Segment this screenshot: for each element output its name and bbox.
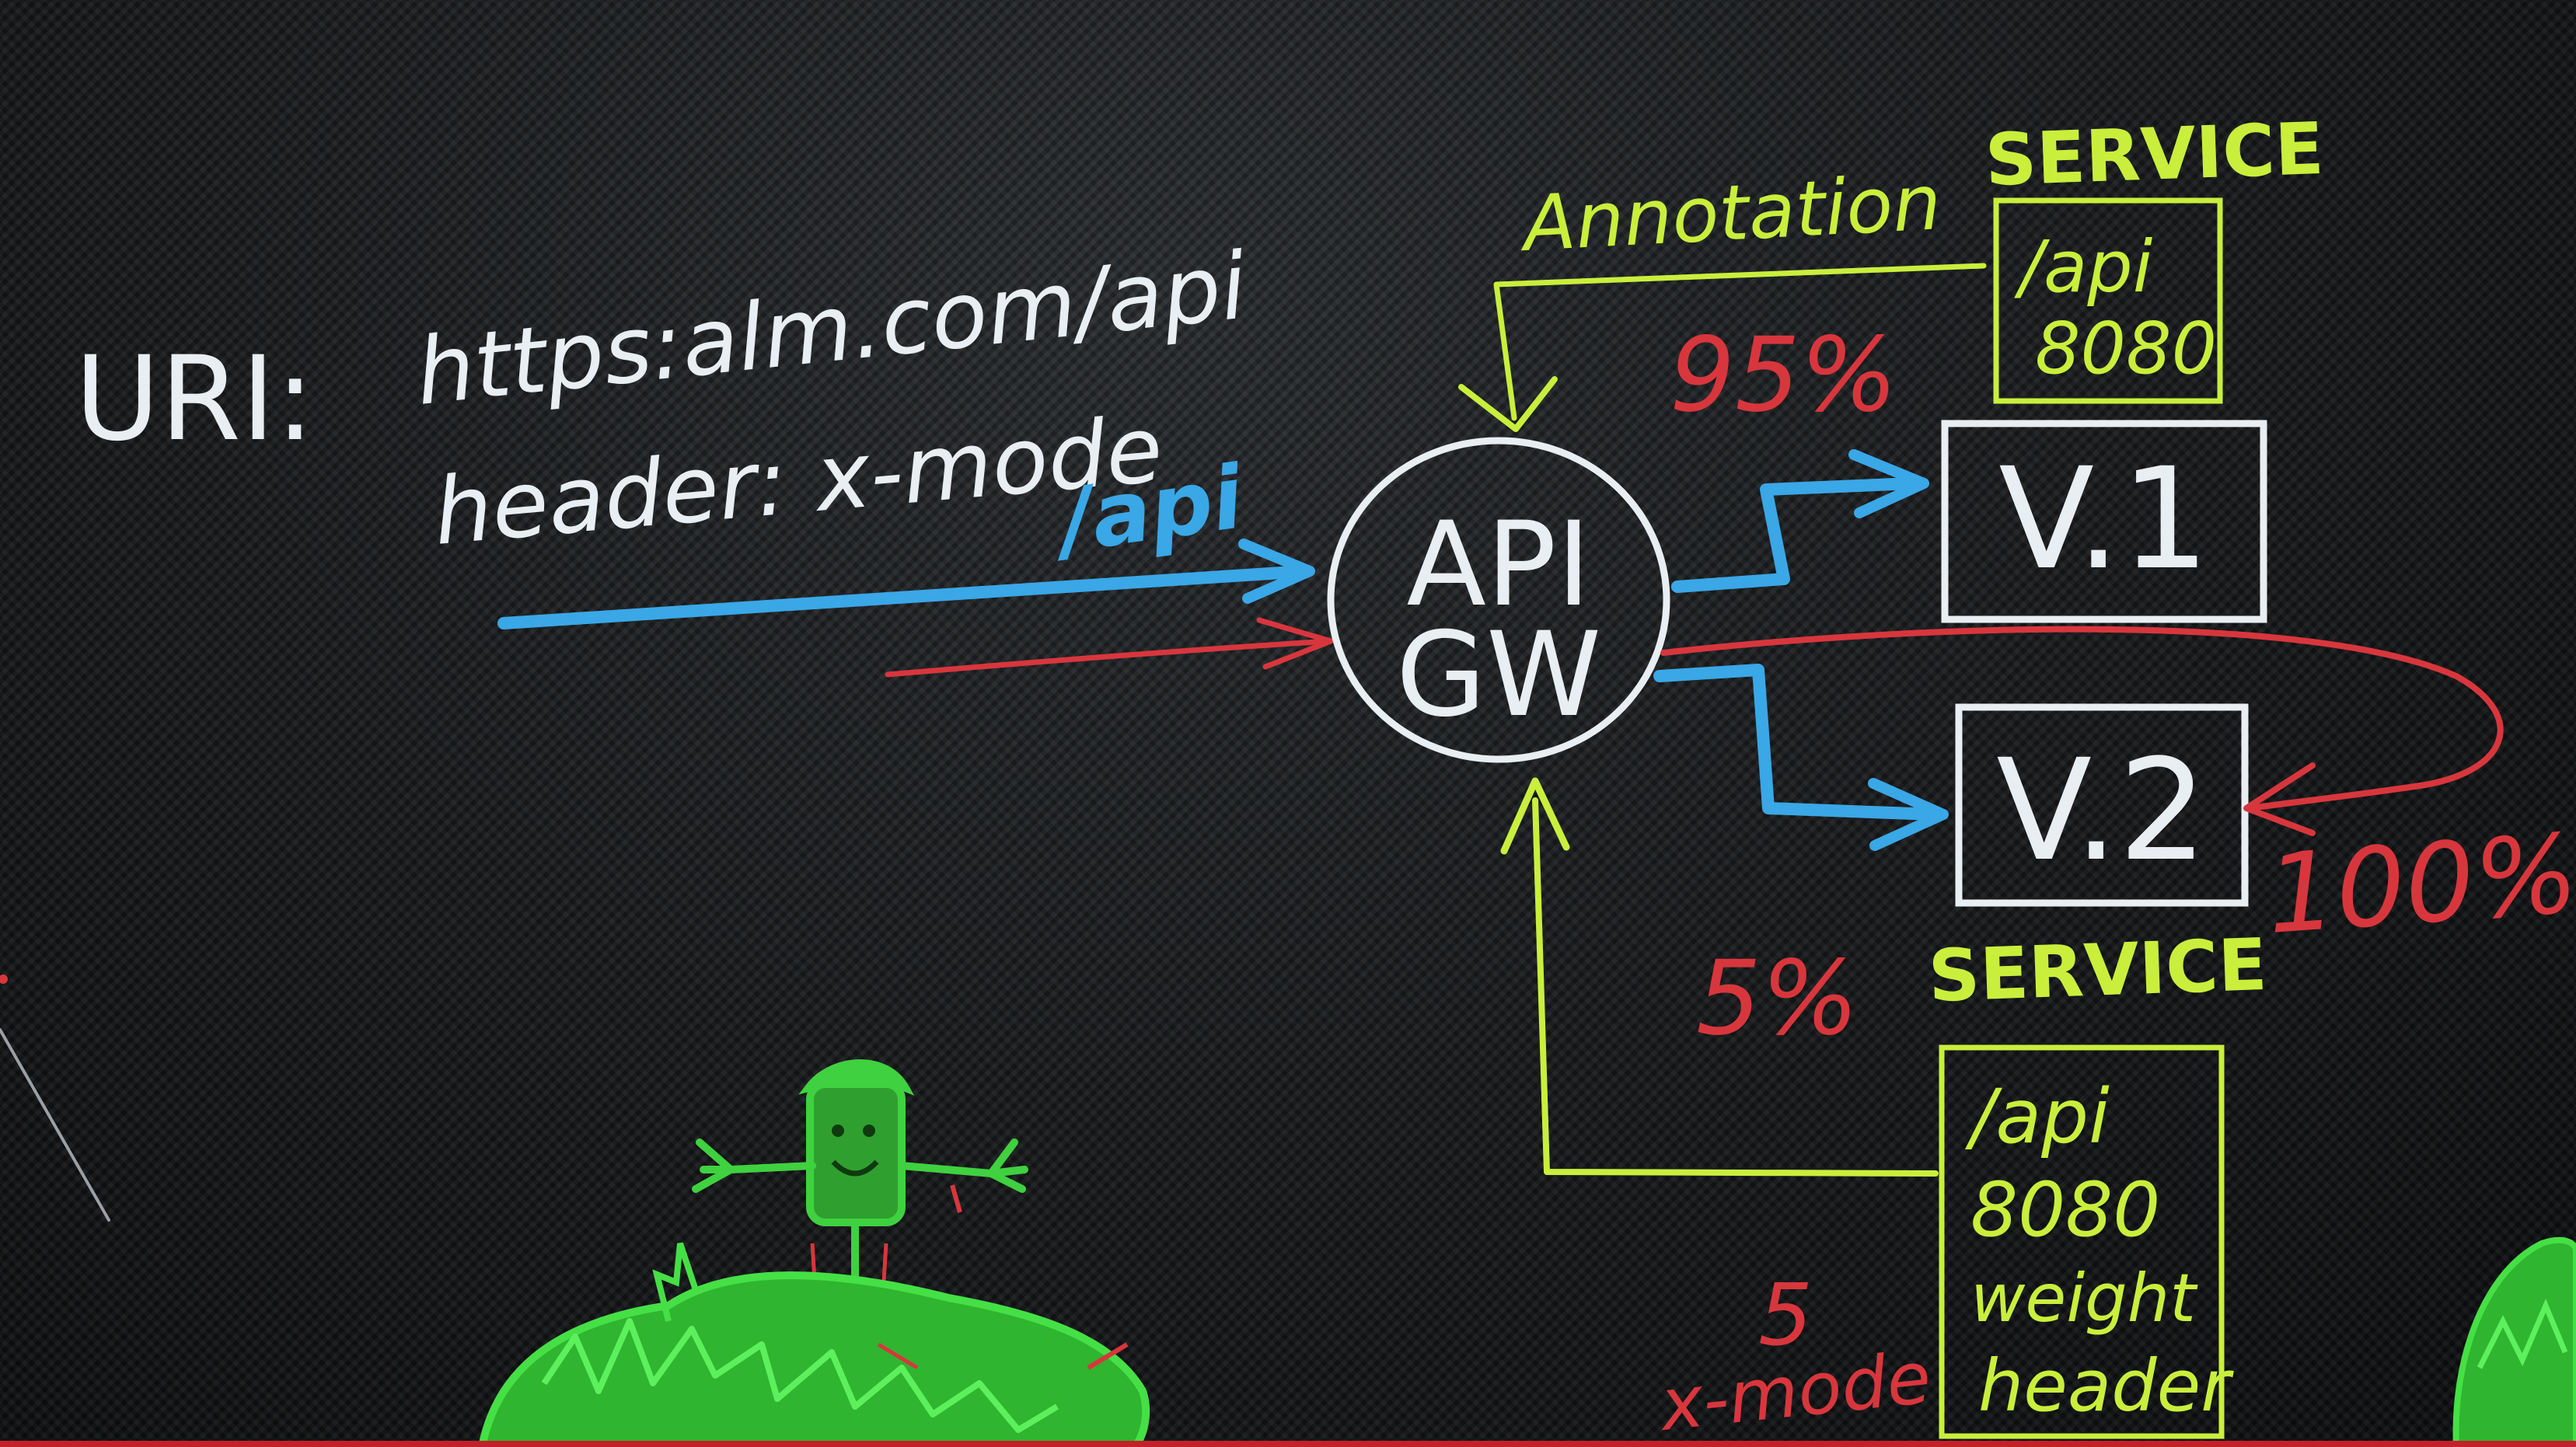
service-bottom-line3: weight bbox=[1970, 1260, 2198, 1337]
service-top-box bbox=[1993, 197, 2223, 404]
blue-arrow-to-v1 bbox=[1671, 477, 1918, 593]
annotation-arrowhead bbox=[1458, 376, 1558, 432]
red-loop-arrowhead bbox=[2243, 762, 2316, 836]
service-bottom-line1: /api bbox=[1964, 1073, 2110, 1160]
video-progress-bar bbox=[0, 1441, 2576, 1447]
v1-box bbox=[1941, 420, 2267, 623]
percent-100-label: 100% bbox=[2263, 811, 2576, 959]
gateway-label-line1: API bbox=[1406, 497, 1590, 633]
service-top-line2: 8080 bbox=[2035, 307, 2217, 390]
annotation-arrow bbox=[1493, 263, 1987, 421]
service-bottom-box bbox=[1939, 1044, 2225, 1439]
v2-box bbox=[1955, 703, 2249, 907]
left-edge-red-dot bbox=[0, 975, 8, 984]
percent-5-label: 5% bbox=[1696, 939, 1859, 1058]
xmode-value: 5 bbox=[1758, 1265, 1813, 1365]
blue-incoming-arrowhead bbox=[1238, 539, 1315, 604]
service-bottom-line2: 8080 bbox=[1970, 1166, 2160, 1253]
gateway-label-line2: GW bbox=[1396, 608, 1602, 743]
v1-label: V.1 bbox=[1998, 438, 2210, 601]
annotation-label: Annotation bbox=[1517, 159, 1943, 269]
left-edge-chalk-line bbox=[0, 1028, 110, 1222]
grass-mound-doodle bbox=[477, 1242, 1150, 1447]
red-incoming-arrow bbox=[885, 638, 1332, 678]
service-bottom-arrow bbox=[1532, 797, 1939, 1177]
service-bottom-title: SERVICE bbox=[1927, 923, 2268, 1018]
service-bottom-line4: header bbox=[1978, 1344, 2234, 1428]
v2-label: V.2 bbox=[1996, 730, 2208, 892]
blue-arrowhead-v1 bbox=[1848, 449, 1929, 518]
uri-label: URI: bbox=[75, 332, 315, 467]
api-gateway-circle bbox=[1327, 437, 1670, 763]
right-edge-green-doodle bbox=[2452, 1236, 2576, 1447]
service-top-line1: /api bbox=[2014, 225, 2153, 309]
xmode-label: x-mode bbox=[1654, 1336, 1935, 1447]
blue-incoming-arrow bbox=[497, 565, 1312, 629]
uri-value: https:alm.com/api bbox=[411, 232, 1252, 425]
blue-arrowhead-v2 bbox=[1868, 778, 1949, 851]
percent-95-label: 95% bbox=[1670, 316, 1897, 435]
service-bottom-arrowhead bbox=[1500, 777, 1570, 855]
blue-arrow-to-v2 bbox=[1653, 664, 1940, 821]
red-loop-to-v2 bbox=[1660, 626, 2504, 811]
red-incoming-arrowhead bbox=[1256, 617, 1334, 670]
service-top-title: SERVICE bbox=[1984, 107, 2325, 202]
